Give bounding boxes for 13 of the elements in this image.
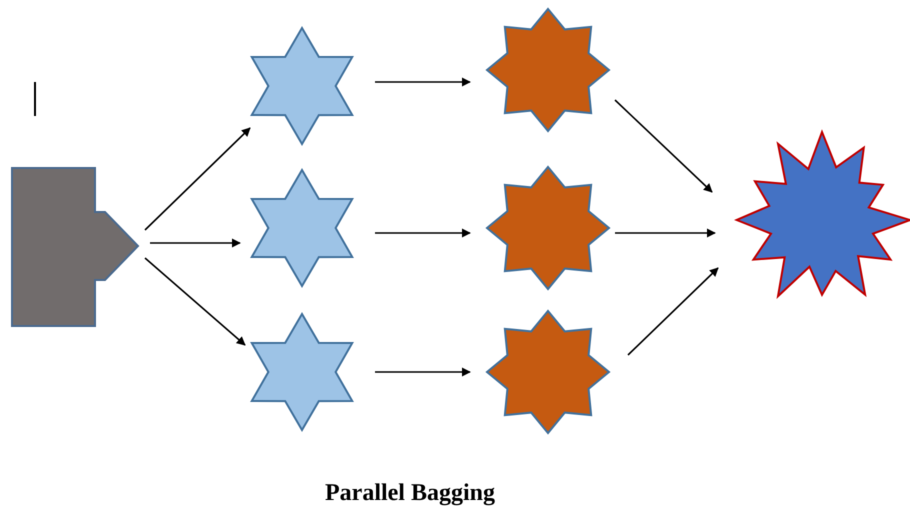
- eight-point-star: [485, 165, 613, 293]
- arrow: [615, 228, 716, 238]
- arrow: [150, 238, 241, 248]
- arrow: [627, 267, 719, 356]
- arrow: [144, 257, 246, 346]
- arrow: [614, 99, 713, 193]
- arrow: [144, 127, 251, 231]
- eight-point-star: [485, 309, 613, 437]
- arrow: [375, 78, 471, 86]
- arrow: [375, 368, 471, 376]
- arrow: [375, 228, 471, 238]
- caption: Parallel Bagging: [325, 480, 495, 507]
- eight-point-star: [485, 7, 613, 135]
